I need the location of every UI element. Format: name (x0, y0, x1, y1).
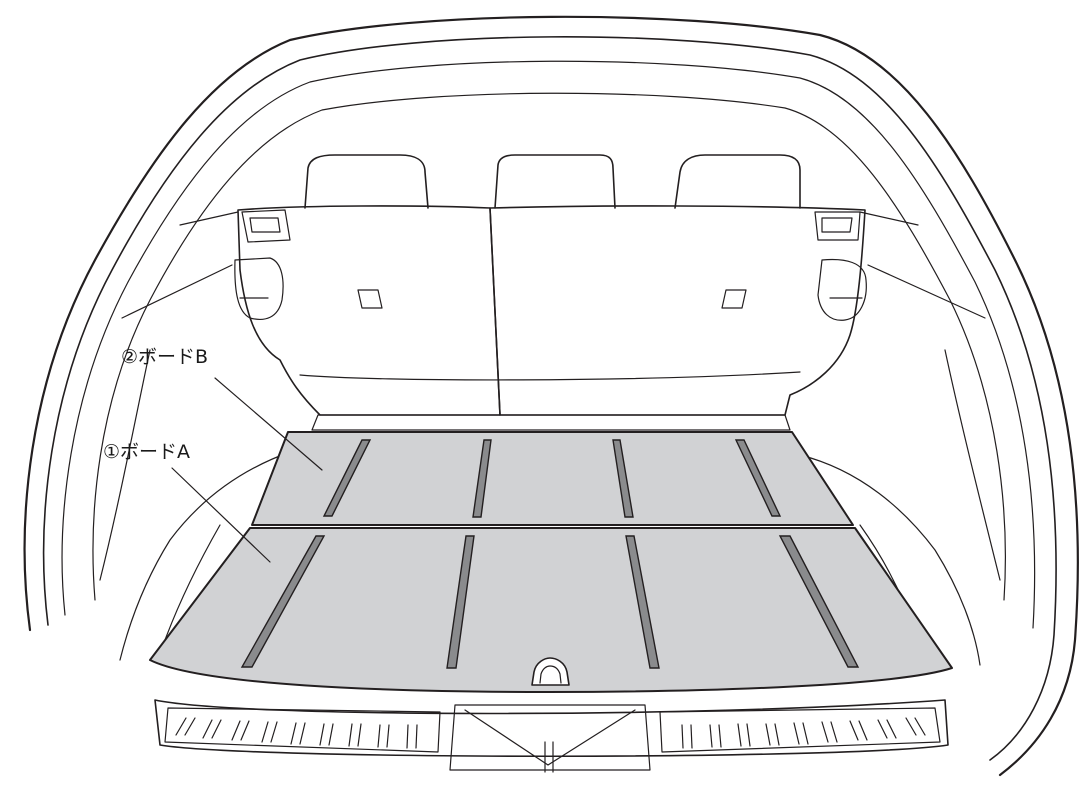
scuff-ribs-right (681, 717, 926, 749)
scuff-ribs-left (175, 717, 418, 749)
tailgate-opening-frame (23, 15, 1079, 777)
board-b (251, 431, 854, 526)
board-a (149, 527, 953, 693)
seat-latches (234, 209, 867, 321)
floor-surround (119, 414, 981, 666)
leader-line-board-a (171, 467, 271, 563)
rear-seatbacks (237, 205, 866, 416)
floor-handle (531, 657, 570, 686)
label-board-a: ①ボードA (103, 441, 191, 463)
headrests (304, 154, 801, 209)
rear-scuff-plate (154, 699, 949, 773)
label-board-b: ②ボードB (121, 346, 209, 368)
leader-line-board-b (214, 377, 323, 471)
board-b-rails (322, 439, 782, 518)
side-trim (99, 211, 1001, 581)
board-a-rails (240, 535, 860, 669)
